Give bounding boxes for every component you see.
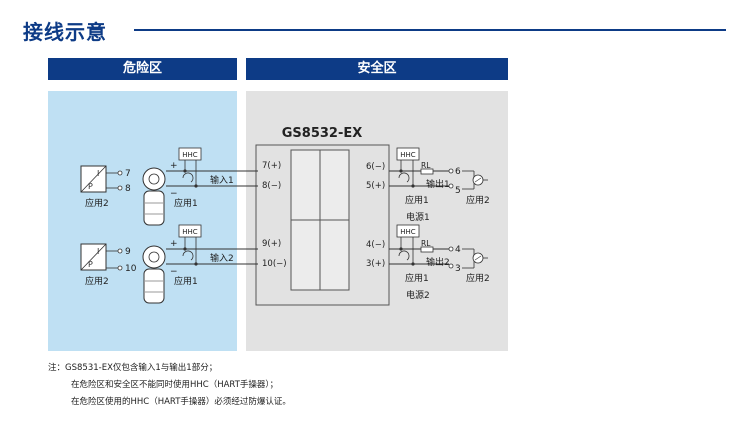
note-line-3: 在危险区使用的HHC（HART手操器）必须经过防爆认证。 bbox=[71, 397, 291, 407]
terminal-3-icon bbox=[448, 263, 454, 269]
input-2-label: 输入2 bbox=[210, 252, 234, 264]
loop-arrow-3-icon bbox=[182, 250, 194, 261]
field-terminal-8: 8 bbox=[125, 184, 131, 194]
out-terminal-6: 6 bbox=[455, 167, 461, 177]
loop-arrow-1-icon bbox=[182, 172, 194, 183]
page-title: 接线示意 bbox=[23, 20, 107, 44]
model-label: GS8532-EX bbox=[282, 126, 363, 141]
iso-output-5: 5(+) bbox=[366, 181, 385, 191]
app-output-2-label: 应用1 bbox=[405, 272, 429, 284]
note-line-2: 在危险区和安全区不能同时使用HHC（HART手操器）； bbox=[71, 380, 279, 390]
minus-sign-1: − bbox=[170, 189, 178, 199]
title-divider bbox=[134, 29, 726, 31]
app-right-1-label: 应用2 bbox=[466, 194, 490, 206]
meter-2-icon bbox=[472, 252, 488, 264]
iso-output-4: 4(−) bbox=[366, 240, 385, 250]
hhc-box-1 bbox=[178, 147, 202, 161]
iso-input-7: 7(+) bbox=[262, 161, 281, 171]
field-terminal-9: 9 bbox=[125, 247, 131, 257]
power-2-label: 电源2 bbox=[406, 289, 430, 301]
transmitter-2-icon bbox=[142, 245, 166, 304]
meter-1-icon bbox=[472, 174, 488, 186]
app-transmitter-1-label: 应用1 bbox=[174, 197, 198, 209]
input-1-label: 输入1 bbox=[210, 174, 234, 186]
terminal-4-icon bbox=[448, 246, 454, 252]
terminal-7-icon bbox=[117, 170, 123, 176]
iso-input-9: 9(+) bbox=[262, 239, 281, 249]
transmitter-1-icon bbox=[142, 167, 166, 226]
hazardous-zone-header: 危险区 bbox=[48, 58, 237, 80]
out-terminal-5: 5 bbox=[455, 186, 461, 196]
safe-zone-panel bbox=[246, 91, 508, 351]
app-left-2-label: 应用2 bbox=[85, 275, 109, 287]
channel-2: P I 应用2 9 10 + − 应用1 HHC 输入2 9(+) 10(−) bbox=[80, 224, 490, 304]
hhc-label-1: HHC bbox=[182, 151, 198, 159]
svg-text:P: P bbox=[88, 182, 93, 191]
out-terminal-4: 4 bbox=[455, 245, 461, 255]
field-terminal-10: 10 bbox=[125, 264, 137, 274]
terminal-5-icon bbox=[448, 183, 454, 189]
app-right-2-label: 应用2 bbox=[466, 272, 490, 284]
hhc-box-3 bbox=[178, 224, 202, 238]
terminal-8-icon bbox=[117, 185, 123, 191]
rl-label-1: RL bbox=[421, 161, 431, 170]
pi-converter-2-icon: P I bbox=[80, 243, 107, 271]
output-2-label: 输出2 bbox=[426, 256, 450, 268]
safe-zone-header: 安全区 bbox=[246, 58, 508, 80]
isolator-outline bbox=[255, 144, 390, 306]
loop-arrow-2-icon bbox=[398, 172, 410, 183]
hazardous-zone-panel bbox=[48, 91, 237, 351]
hhc-label-2: HHC bbox=[400, 151, 416, 159]
terminal-6-icon bbox=[448, 168, 454, 174]
minus-sign-2: − bbox=[170, 267, 178, 277]
field-terminal-7: 7 bbox=[125, 169, 131, 179]
app-output-1-label: 应用1 bbox=[405, 194, 429, 206]
power-1-label: 电源1 bbox=[406, 211, 430, 223]
iso-input-10: 10(−) bbox=[262, 259, 287, 269]
pi-converter-1-icon: P I bbox=[80, 165, 107, 193]
svg-text:P: P bbox=[88, 260, 93, 269]
iso-output-3: 3(+) bbox=[366, 259, 385, 269]
plus-sign-1: + bbox=[170, 161, 178, 171]
svg-text:I: I bbox=[97, 247, 99, 256]
notes: 注：GS8531-EX仅包含输入1与输出1部分； 在危险区和安全区不能同时使用H… bbox=[48, 360, 291, 411]
terminal-9-icon bbox=[117, 248, 123, 254]
resistor-1-icon bbox=[420, 168, 434, 175]
channel-1: P I 应用2 7 8 + − 应用1 HHC 输入1 7( bbox=[80, 147, 490, 226]
plus-sign-2: + bbox=[170, 239, 178, 249]
app-left-1-label: 应用2 bbox=[85, 197, 109, 209]
iso-input-8: 8(−) bbox=[262, 181, 281, 191]
hhc-label-3: HHC bbox=[182, 228, 198, 236]
terminal-10-icon bbox=[117, 265, 123, 271]
rl-label-2: RL bbox=[421, 239, 431, 248]
note-prefix: 注： bbox=[48, 363, 66, 373]
iso-output-6: 6(−) bbox=[366, 162, 385, 172]
resistor-2-icon bbox=[420, 246, 434, 253]
hhc-label-4: HHC bbox=[400, 228, 416, 236]
svg-text:I: I bbox=[97, 169, 99, 178]
loop-arrow-4-icon bbox=[398, 250, 410, 261]
out-terminal-3: 3 bbox=[455, 264, 461, 274]
note-line-1: 注：GS8531-EX仅包含输入1与输出1部分； bbox=[48, 363, 218, 373]
app-transmitter-2-label: 应用1 bbox=[174, 275, 198, 287]
output-1-label: 输出1 bbox=[426, 178, 450, 190]
hhc-box-4 bbox=[396, 224, 420, 238]
hhc-box-2 bbox=[396, 147, 420, 161]
